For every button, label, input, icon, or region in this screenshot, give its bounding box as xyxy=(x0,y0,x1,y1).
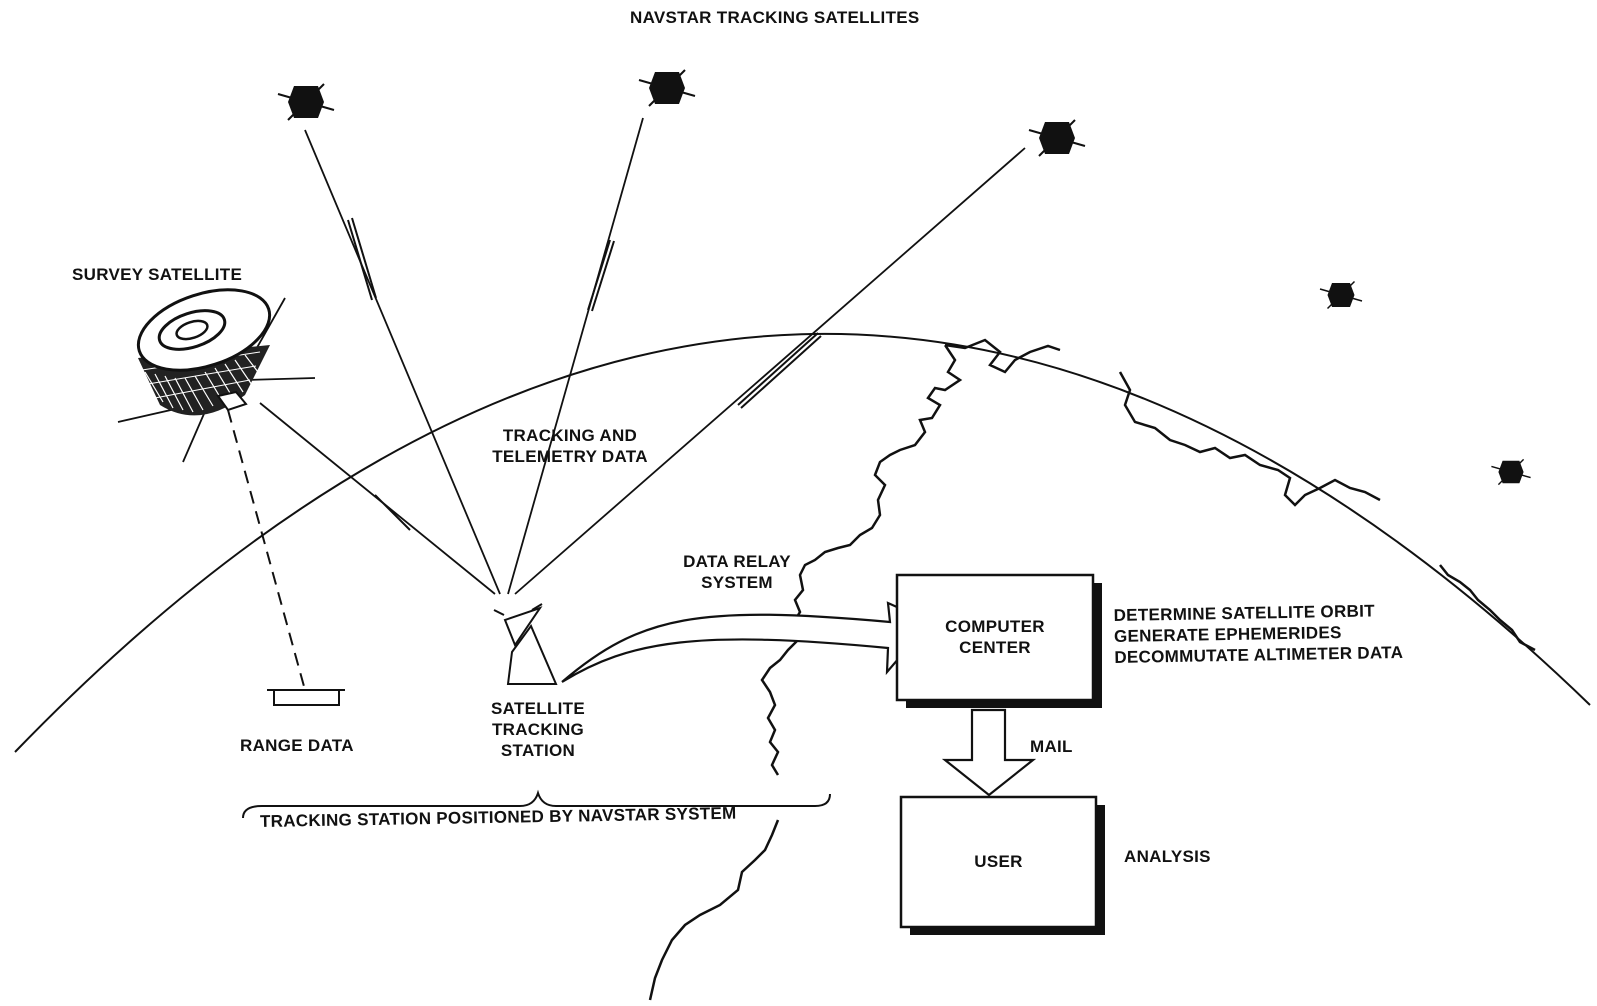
tracking-station-brace xyxy=(242,789,831,819)
computer-tasks: DETERMINE SATELLITE ORBIT GENERATE EPHEM… xyxy=(1113,600,1403,668)
computer-center-line1: COMPUTER xyxy=(945,617,1045,636)
tracking-telemetry-label: TRACKING AND TELEMETRY DATA xyxy=(470,425,670,467)
navstar-satellite-icon xyxy=(1319,280,1363,310)
data-relay-arrow[interactable] xyxy=(561,601,932,683)
data-relay-line2: SYSTEM xyxy=(701,573,773,592)
diagram-title: NAVSTAR TRACKING SATELLITES xyxy=(630,8,920,27)
tracking-antenna-icon xyxy=(493,603,558,685)
mail-arrow[interactable] xyxy=(941,708,1037,797)
earth-horizon xyxy=(14,332,1591,753)
navstar-satellite-icon xyxy=(1491,458,1531,486)
computer-center-line2: CENTER xyxy=(959,638,1031,657)
survey-satellite-icon xyxy=(117,288,316,463)
analysis-label: ANALYSIS xyxy=(1124,847,1211,866)
computer-center-box[interactable] xyxy=(895,573,1102,708)
tracking-station-line3: STATION xyxy=(500,741,576,760)
coastline-east xyxy=(1118,371,1536,652)
tracking-telemetry-line1: TRACKING AND xyxy=(502,426,638,445)
user-box[interactable] xyxy=(899,795,1105,935)
navstar-satellite-icon xyxy=(638,69,696,107)
signal-markers xyxy=(347,217,822,531)
data-relay-line1: DATA RELAY xyxy=(683,552,791,571)
range-data-label: RANGE DATA xyxy=(240,736,354,755)
data-relay-label: DATA RELAY SYSTEM xyxy=(662,551,812,593)
coastline xyxy=(648,338,1061,1001)
range-data-line xyxy=(227,409,306,691)
tracking-station-line2: TRACKING xyxy=(491,720,585,739)
mail-label: MAIL xyxy=(1030,737,1073,756)
tracking-telemetry-line2: TELEMETRY DATA xyxy=(492,447,648,466)
navstar-satellite-icon xyxy=(277,83,335,121)
tracking-station-line1: SATELLITE xyxy=(491,699,585,718)
survey-satellite-label: SURVEY SATELLITE xyxy=(72,265,243,284)
range-data-marker xyxy=(267,689,345,706)
computer-center-label: COMPUTER CENTER xyxy=(897,616,1093,658)
navstar-satellite-icon xyxy=(1028,119,1086,157)
tracking-station-label: SATELLITE TRACKING STATION xyxy=(468,698,608,761)
user-label: USER xyxy=(974,852,1023,871)
